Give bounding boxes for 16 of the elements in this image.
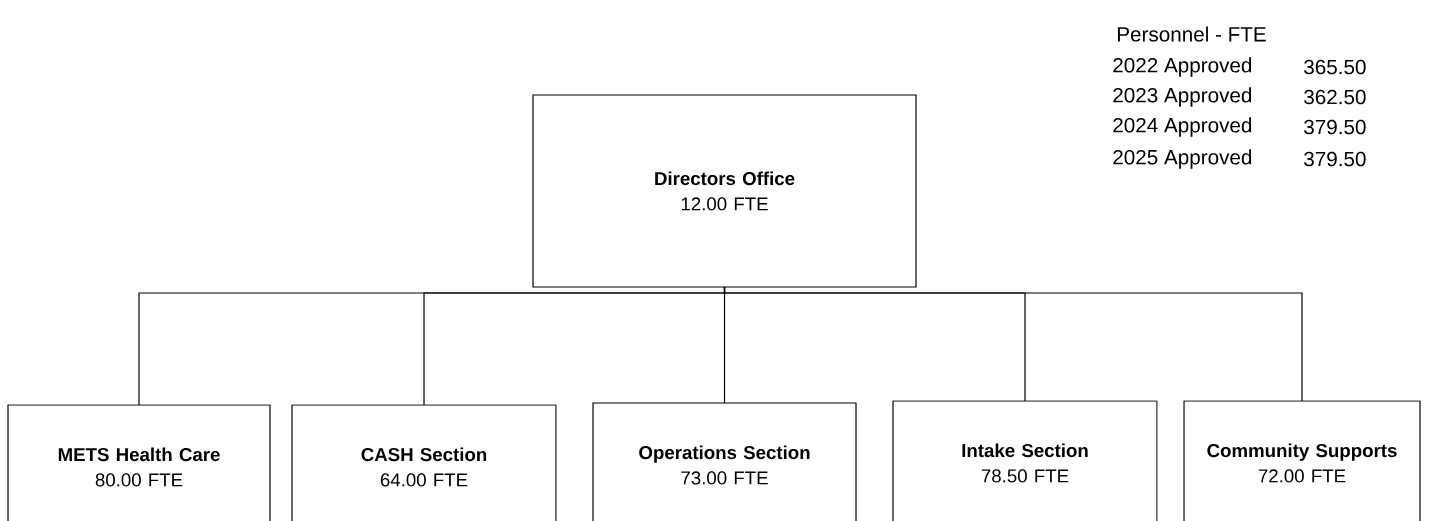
table-text: 2023 Approved — [1113, 87, 1252, 107]
unit-box: Intake Section 78.50 FTE — [892, 400, 1158, 521]
unit-box: METS Health Care 80.00 FTE — [7, 404, 271, 521]
unit-box: Community Supports 72.00 FTE — [1183, 400, 1421, 521]
unit-box: Directors Office 12.00 FTE — [532, 94, 917, 288]
table-text: 2022 Approved — [1113, 57, 1252, 77]
table-text: 2024 Approved — [1113, 117, 1252, 137]
connector-line — [723, 286, 1303, 402]
table-text: 362.50 — [1304, 89, 1366, 105]
table-text: 379.50 — [1304, 151, 1366, 167]
table-text: 2025 Approved — [1113, 149, 1252, 169]
table-text: Personnel - FTE — [1117, 26, 1266, 42]
unit-box: Operations Section 73.00 FTE — [592, 402, 857, 521]
unit-box: CASH Section 64.00 FTE — [291, 404, 557, 521]
table-text: 365.50 — [1304, 59, 1366, 75]
table-text: 379.50 — [1304, 119, 1366, 135]
